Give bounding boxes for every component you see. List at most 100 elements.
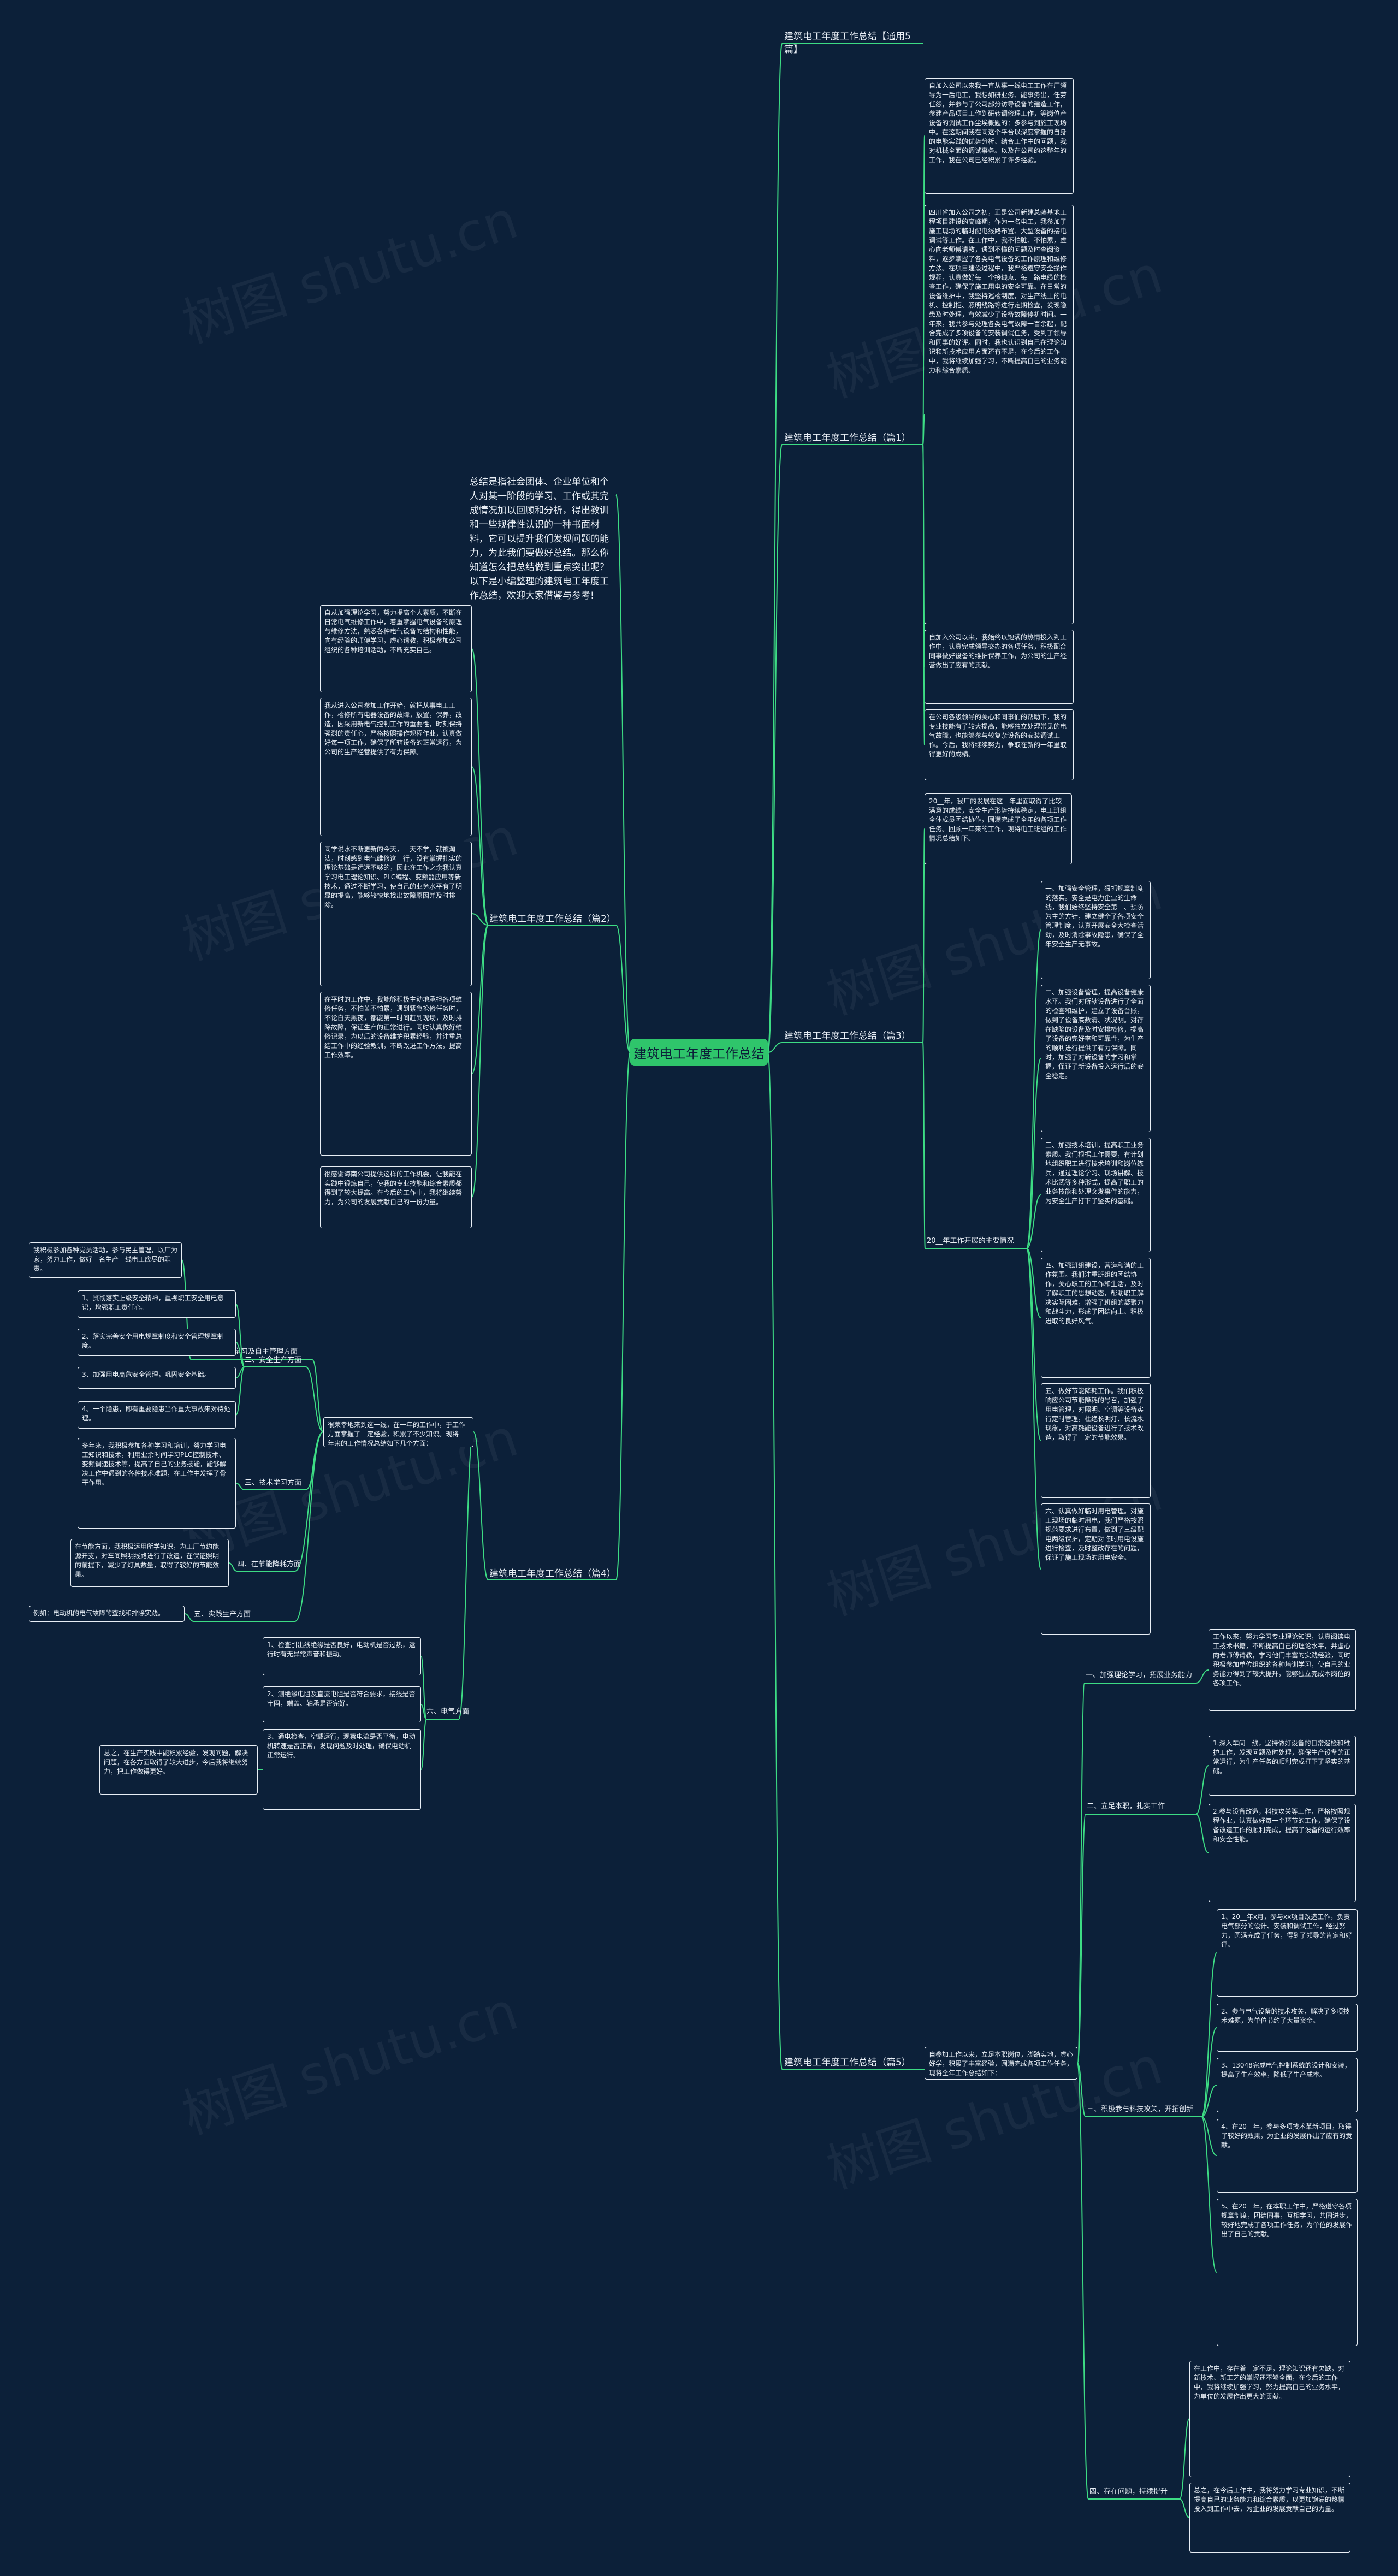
p3-item: 五、做好节能降耗工作。我们积极响应公司节能降耗的号召，加强了用电管理，对照明、空… <box>1041 1383 1151 1498</box>
p4-leaf: 例如：电动机的电气故障的查找和排除实践。 <box>29 1606 185 1622</box>
edge-p5-l3 <box>1201 2027 1217 2117</box>
p5-sub[interactable]: 四、存在问题，持续提升 <box>1089 2488 1168 2496</box>
edge-p5-s2 <box>1077 1814 1086 2064</box>
p1-leaf: 自加入公司以来，我始终以饱满的热情投入到工作中，认真完成领导交办的各项任务，积极… <box>925 630 1074 704</box>
p4-sub[interactable]: 五、实践生产方面 <box>194 1610 251 1619</box>
p4-leaf: 1、贯彻落实上级安全精神，重视职工安全用电意识，增强职工责任心。 <box>78 1290 236 1318</box>
edge-s6-leaf <box>420 1704 427 1720</box>
edge-p5-l3 <box>1201 2116 1217 2273</box>
edge-p5-l2 <box>1195 1814 1209 1853</box>
p4-leaf: 我积极参加各种党员活动，参与民主管理，以厂为家，努力工作，做好一名生产一线电工应… <box>29 1242 182 1278</box>
p4-sub[interactable]: 四、在节能降耗方面 <box>237 1560 301 1568</box>
p2-leaf: 同学说水不断更新的今天，一天不学，就被淘汰，时刻感到电气维修这一行，没有掌握扎实… <box>320 842 472 986</box>
p5-leaf: 4、在20__年，参与多项技术革新项目，取得了较好的效果，为企业的发展作出了应有… <box>1217 2119 1358 2193</box>
edge-s2-leaf <box>235 1366 245 1416</box>
p4-leaf: 总之，在生产实践中能积累经验，发现问题，解决问题，在各方面取得了较大进步，今后我… <box>99 1745 258 1795</box>
edge-p5-l4 <box>1179 2498 1190 2518</box>
p3-item: 六、认真做好临时用电管理。对施工现场的临时用电，我们严格按照规范要求进行布置，做… <box>1041 1503 1151 1635</box>
edge-p5-s1 <box>1077 1683 1085 2064</box>
edge-s6-extra <box>257 1769 263 1770</box>
edge-p5-l3 <box>1201 2116 1217 2156</box>
edge-p5-l1 <box>1195 1669 1209 1684</box>
p4-leaf: 2、落实完善安全用电规章制度和安全管理规章制度。 <box>78 1329 236 1356</box>
edge-p4-s2 <box>305 1366 324 1432</box>
branch-p2[interactable]: 建筑电工年度工作总结（篇2） <box>489 914 616 925</box>
root-node[interactable]: 建筑电工年度工作总结 <box>630 1039 768 1066</box>
edge-p2-leaf <box>471 913 489 926</box>
edge-root-p3 <box>767 1042 783 1053</box>
edge-s4-leaf <box>228 1562 238 1572</box>
edge-s5-leaf <box>184 1613 194 1622</box>
edge-p3-item <box>1026 1248 1041 1318</box>
p5-leaf: 2、参与电气设备的技术攻关，解决了多项技术难题，为单位节约了大量资金。 <box>1217 2004 1358 2052</box>
p1-leaf: 自加入公司以来我一直从事一线电工工作在厂领导为一后电工，我想如研业务、能事务出，… <box>925 78 1074 194</box>
edge-s3-leaf <box>235 1483 245 1490</box>
p5-leaf: 5、在20__年，在本职工作中，严格遵守各项规章制度，团结同事，互相学习，共同进… <box>1217 2199 1358 2346</box>
edge-p1-leaf <box>922 444 925 745</box>
p4-sub[interactable]: 二、安全生产方面 <box>245 1356 302 1364</box>
p4-sub[interactable]: 三、技术学习方面 <box>245 1479 302 1487</box>
edge-p4-s4 <box>294 1431 324 1572</box>
p4-leaf: 在节能方面，我积极运用所学知识，为工厂节约能源开支，对车间照明线路进行了改造，在… <box>70 1539 229 1587</box>
edge-p3-item <box>1026 1058 1041 1249</box>
p5-sub[interactable]: 一、加强理论学习，拓展业务能力 <box>1086 1671 1193 1679</box>
p5-sub[interactable]: 三、积极参与科技攻关，开拓创新 <box>1087 2105 1194 2113</box>
edge-p1-leaf <box>922 135 925 445</box>
p5-leaf: 1.深入车间一线，坚持做好设备的日常巡检和维护工作，发现问题及时处理，确保生产设… <box>1209 1736 1356 1796</box>
edge-p4-s5 <box>294 1431 324 1622</box>
edge-p3-item <box>1026 1248 1041 1441</box>
edge-p1-leaf <box>922 414 925 445</box>
p3-item: 四、加强班组建设，营造和谐的工作氛围。我们注重班组的团结协作，关心职工的工作和生… <box>1041 1258 1151 1378</box>
edge-root-intro <box>615 494 631 1053</box>
branch-p1[interactable]: 建筑电工年度工作总结（篇1） <box>784 433 911 443</box>
p5-leaf: 总之，在今后工作中，我将努力学习专业知识，不断提高自己的业务能力和综合素质，以更… <box>1189 2483 1350 2553</box>
edge-p2-leaf <box>471 925 489 1198</box>
edge-p2-leaf <box>471 766 489 926</box>
p4-intro: 很荣幸地来到这一线，在一年的工作中，于工作方面掌握了一定经验，积累了不少知识。现… <box>323 1417 473 1447</box>
edge-p4-intro <box>473 1431 489 1580</box>
p5-leaf: 1、20__年x月，参与xx项目改造工作，负责电气部分的设计、安装和调试工作，经… <box>1217 1909 1358 1997</box>
edge-root-p2 <box>615 925 631 1053</box>
p4-leaf: 1、检查引出线绝缘是否良好，电动机是否过热，运行时有无异常声音和振动。 <box>263 1637 421 1675</box>
p4-leaf: 3、加强用电高危安全管理，巩固安全基础。 <box>78 1367 236 1389</box>
p5-leaf: 2.参与设备改造，科技攻关等工作，严格按照规程作业，认真做好每一个环节的工作，确… <box>1209 1804 1356 1902</box>
edge-p2-leaf <box>471 925 489 1074</box>
edge-p5-s3 <box>1077 2063 1086 2117</box>
branch-p5[interactable]: 建筑电工年度工作总结（篇5） <box>784 2057 911 2068</box>
p1-leaf: 在公司各级领导的关心和同事们的帮助下，我的专业技能有了较大提高，能够独立处理常见… <box>925 709 1074 780</box>
p2-leaf: 我从进入公司参加工作开始，就把从事电工工作，检修所有电器设备的故障，放置，保养，… <box>320 698 472 836</box>
branch-title[interactable]: 建筑电工年度工作总结【通用5篇】 <box>784 31 911 55</box>
p5-sub[interactable]: 二、立足本职，扎实工作 <box>1087 1802 1165 1810</box>
edge-p3-intro <box>922 828 925 1043</box>
edge-s2-leaf <box>235 1304 245 1367</box>
p5-leaf: 3、13048完成电气控制系统的设计和安装，提高了生产效率，降低了生产成本。 <box>1217 2058 1358 2112</box>
edge-p5-l2 <box>1195 1765 1209 1815</box>
branch-p3[interactable]: 建筑电工年度工作总结（篇3） <box>784 1031 911 1041</box>
edge-p5-l4 <box>1179 2418 1190 2500</box>
edge-p3-item <box>1026 1194 1041 1249</box>
edge-p3-main <box>922 1042 926 1249</box>
edge-p5-s4 <box>1077 2063 1089 2500</box>
p3-main-label[interactable]: 20__年工作开展的主要情况 <box>927 1237 1014 1245</box>
intro-text: 总结是指社会团体、企业单位和个人对某一阶段的学习、工作或其完成情况加以回顾和分析… <box>470 477 609 601</box>
p5-intro: 自参加工作以来，立足本职岗位，脚踏实地，虚心好学，积累了丰富经验，圆满完成各项工… <box>925 2047 1077 2080</box>
edge-s6-leaf <box>420 1719 427 1770</box>
edge-root-p4 <box>615 1052 631 1580</box>
p4-leaf: 4、一个隐患，即有重要隐患当作重大事故来对待处理。 <box>78 1401 236 1429</box>
edge-s2-leaf <box>235 1342 245 1367</box>
edge-s6-leaf <box>420 1656 427 1720</box>
edge-root-p5 <box>767 1052 783 2070</box>
p1-leaf: 四川省加入公司之初，正是公司新建总装基地工程项目建设的高峰期，作为一名电工，我参… <box>925 205 1074 624</box>
p4-sub[interactable]: 六、电气方面 <box>426 1708 470 1716</box>
p3-intro: 20__年，我厂的发展在这一年里面取得了比较满意的成绩，安全生产形势持续稳定，电… <box>925 793 1072 864</box>
edge-p5-l3 <box>1201 2085 1217 2117</box>
p2-leaf: 在平时的工作中，我能够积极主动地承担各项维修任务，不怕苦不怕累，遇到紧急抢修任务… <box>320 992 472 1156</box>
p3-item: 二、加强设备管理，提高设备健康水平。我们对所辖设备进行了全面的检查和维护，建立了… <box>1041 985 1151 1132</box>
branch-p4[interactable]: 建筑电工年度工作总结（篇4） <box>489 1568 616 1579</box>
edge-p4-s6 <box>458 1431 474 1720</box>
p4-leaf: 2、测绝缘电阻及直流电阻是否符合要求，接线是否牢固，端盖、轴承是否完好。 <box>263 1686 421 1722</box>
edge-root-p1 <box>767 444 783 1053</box>
p3-item: 一、加强安全管理，狠抓规章制度的落实。安全是电力企业的生命线，我们始终坚持安全第… <box>1041 881 1151 979</box>
edge-p3-item <box>1026 929 1041 1249</box>
